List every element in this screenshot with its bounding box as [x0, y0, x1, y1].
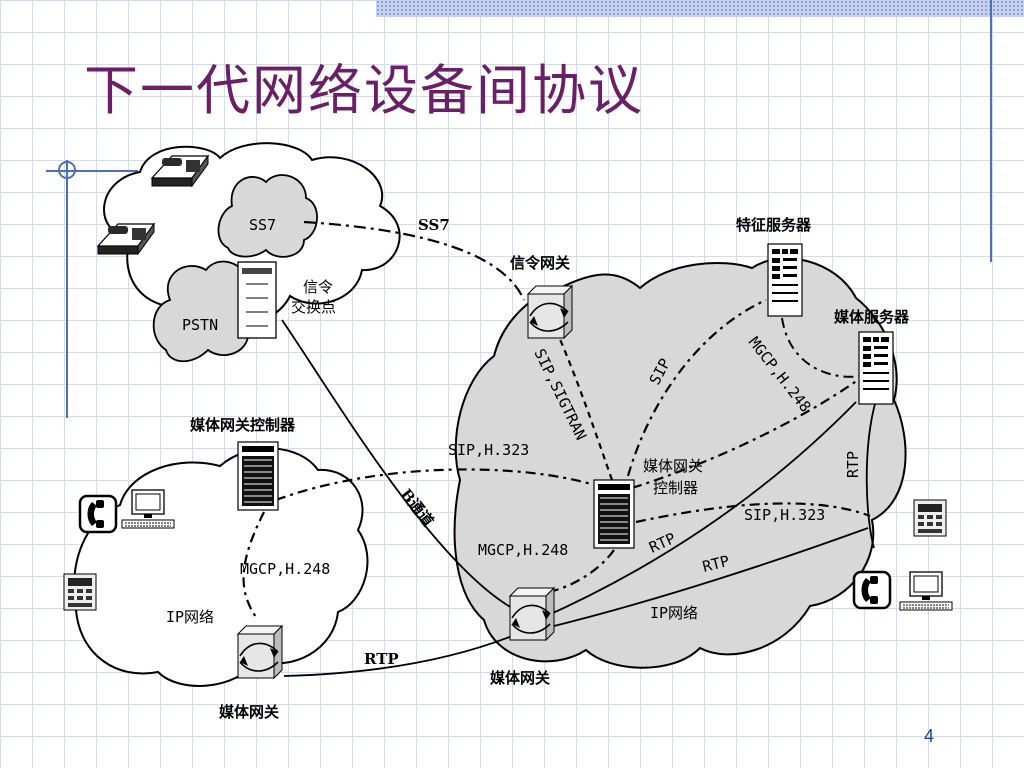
- rtp-right-line: [865, 399, 877, 549]
- feature-media-server-line: [781, 317, 861, 378]
- ss7-link-line: [303, 220, 526, 301]
- ip-network-right-label: IP网络: [650, 604, 698, 622]
- feature-server-label: 特征服务器: [736, 216, 812, 234]
- handset-icon: [852, 570, 892, 610]
- sip-h323-right-label: SIP,H.323: [744, 506, 825, 524]
- feature-server-icon: [767, 243, 803, 317]
- computer-icon: [899, 571, 953, 611]
- b-channel-line: [281, 319, 513, 609]
- b-channel-label: B通道: [397, 485, 437, 530]
- stp-label-line1: 信令: [303, 278, 333, 296]
- stp-server-icon: [237, 261, 277, 339]
- decor-circle: [58, 161, 76, 179]
- media-server-label: 媒体服务器: [834, 308, 910, 326]
- pstn-cloud-label: PSTN: [182, 316, 218, 334]
- stp-label-line2: 交换点: [291, 298, 336, 316]
- sip-sigtran-line: [554, 329, 614, 481]
- decor-line-horizontal: [46, 170, 138, 172]
- handset-icon: [78, 494, 118, 534]
- page-title: 下一代网络设备间协议: [84, 59, 644, 122]
- signaling-gateway-label: 信令网关: [510, 254, 570, 272]
- mgcp-center-line: [537, 549, 615, 596]
- sip-h323-right-line: [635, 502, 871, 524]
- mgcp-h248-left-label: MGCP,H.248: [240, 560, 330, 578]
- rtp-right-label: RTP: [844, 451, 862, 478]
- desk-phone-icon: [913, 499, 947, 537]
- rtp-center-line-1: [541, 401, 857, 619]
- mgc-center-label-line1: 媒体网关: [643, 457, 703, 475]
- mgcp-right-line: [631, 379, 859, 490]
- media-server-icon: [858, 331, 894, 405]
- decor-line-right: [990, 0, 992, 262]
- ss7-link-label: SS7: [418, 216, 450, 234]
- mgcp-h248-center-label: MGCP,H.248: [478, 541, 568, 559]
- rtp-center-line-2: [545, 527, 869, 629]
- mgc-center-label-line2: 控制器: [653, 479, 698, 497]
- desk-phone-icon: [63, 573, 97, 611]
- signaling-gateway-icon: [527, 285, 573, 339]
- media-gateway-center-icon: [509, 587, 555, 641]
- ss7-cloud-label: SS7: [249, 216, 276, 234]
- sip-upper-line: [626, 298, 767, 477]
- sip-h323-center-label: SIP,H.323: [448, 441, 529, 459]
- rtp-bottom-line: [283, 635, 513, 677]
- page-number: 4: [924, 726, 935, 746]
- mgcp-left-line: [242, 511, 265, 621]
- media-gateway-left-icon: [237, 625, 283, 679]
- media-gateway-center-label: 媒体网关: [490, 669, 550, 687]
- mgc-center-icon: [593, 479, 635, 549]
- media-gateway-left-label: 媒体网关: [219, 703, 279, 721]
- mgc-left-label: 媒体网关控制器: [190, 416, 296, 434]
- ip-network-left-label: IP网络: [166, 608, 214, 626]
- sip-h323-center-line: [275, 468, 599, 502]
- mgc-left-icon: [237, 441, 279, 511]
- rtp-bottom-label: RTP: [364, 650, 399, 668]
- ss7-inner-cloud: [217, 174, 318, 258]
- top-decor-band: [376, 0, 1024, 17]
- decor-line-left: [66, 160, 68, 418]
